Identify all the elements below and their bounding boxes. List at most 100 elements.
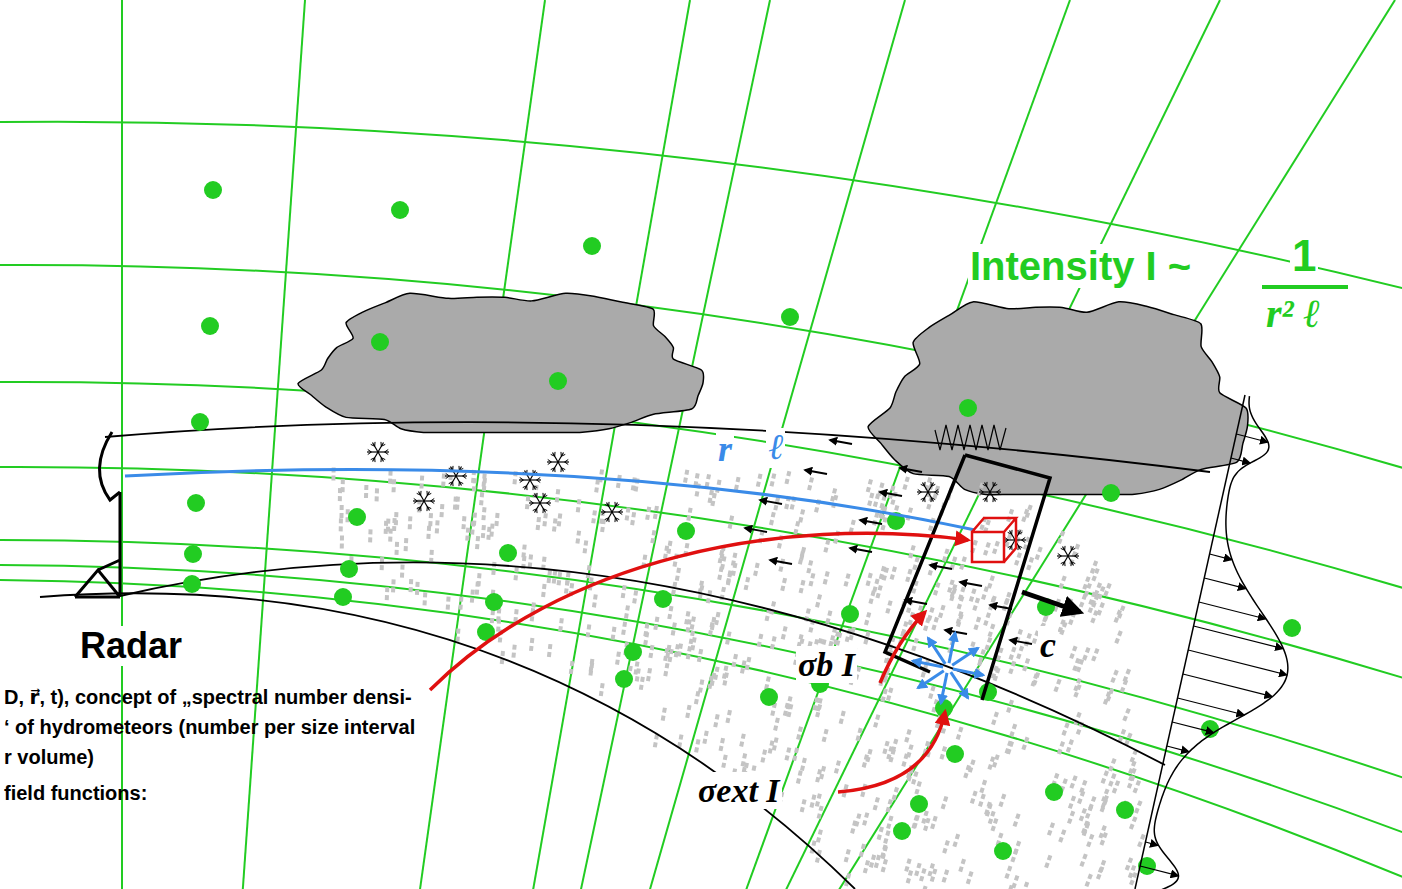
radar-dish — [99, 432, 120, 500]
range-line — [125, 470, 975, 530]
green-dot — [760, 688, 778, 706]
grid-radial — [833, 0, 1395, 889]
extinction-label: σext I — [696, 772, 782, 809]
grid-radial — [242, 0, 305, 889]
snowflake — [529, 493, 551, 513]
snowflake — [917, 482, 939, 502]
green-dot — [1045, 783, 1063, 801]
beam-edge — [40, 593, 855, 889]
flow-arrow — [900, 468, 922, 472]
incident-arrow — [430, 533, 968, 690]
green-dot — [371, 333, 389, 351]
snowflake — [445, 466, 467, 486]
grid-radial — [419, 0, 545, 889]
green-dot — [994, 842, 1012, 860]
intensity-label: Intensity I ~ — [968, 244, 1193, 288]
radar-label: Radar — [78, 626, 184, 666]
grid-radial — [121, 0, 123, 889]
snowflake — [601, 502, 623, 522]
green-dot — [187, 494, 205, 512]
text-line: ‘ of hydrometeors (number per size inter… — [2, 716, 417, 738]
green-dot — [191, 413, 209, 431]
flow-arrow — [1010, 640, 1032, 644]
green-dot — [1116, 801, 1134, 819]
snowflake — [1057, 546, 1079, 566]
text-line: r volume) — [2, 746, 96, 768]
grid-arc — [0, 467, 1402, 680]
rain — [333, 467, 1143, 889]
velocity-arrow — [1022, 592, 1080, 612]
green-dot — [549, 372, 567, 390]
green-dot — [499, 544, 517, 562]
green-dot — [781, 308, 799, 326]
cloud — [298, 293, 704, 432]
green-dot — [201, 317, 219, 335]
green-dot — [583, 237, 601, 255]
cloud — [868, 302, 1248, 495]
green-dot — [624, 643, 642, 661]
flow-arrow — [930, 565, 952, 569]
green-dot — [615, 670, 633, 688]
velocity-symbol: c — [1038, 626, 1058, 666]
pulse-volume — [885, 455, 1050, 700]
green-dot — [340, 560, 358, 578]
path-symbol: ℓ — [766, 428, 785, 468]
extinction-arrow — [838, 712, 945, 792]
green-dot — [841, 605, 859, 623]
volume-cube — [972, 518, 1016, 562]
grid-arc — [0, 565, 1402, 835]
fraction-bar — [1262, 285, 1348, 289]
green-dot — [334, 588, 352, 606]
green-dot — [1283, 619, 1301, 637]
green-dot — [946, 745, 964, 763]
green-dot — [485, 593, 503, 611]
backscatter-arrow — [880, 612, 925, 683]
flow-arrow — [860, 520, 882, 524]
flow-arrow — [880, 492, 902, 496]
green-dot — [654, 590, 672, 608]
flow-arrow — [830, 440, 852, 444]
range-symbol: r — [716, 430, 734, 470]
pulse-wave — [935, 425, 1006, 450]
flow-arrow — [745, 528, 767, 532]
grid-radial — [647, 0, 905, 889]
grid-radial — [579, 0, 770, 889]
flow-arrow — [760, 500, 782, 504]
snowflake — [979, 482, 1001, 502]
beam-edge — [105, 422, 1210, 472]
scattering-star — [913, 633, 984, 704]
grid-arc — [0, 122, 1402, 290]
green-dot — [183, 575, 201, 593]
flow-arrow — [770, 560, 792, 564]
text-line: D, r⃗, t), concept of „spectral number d… — [2, 686, 414, 708]
grid-radial — [531, 0, 690, 889]
green-dot — [204, 181, 222, 199]
green-dot — [391, 201, 409, 219]
text-line: field functions: — [2, 782, 149, 804]
grid-arc — [0, 540, 1402, 780]
fraction-denominator: r² ℓ — [1264, 292, 1323, 336]
green-dot — [184, 545, 202, 563]
green-dot — [893, 822, 911, 840]
intensity-profile — [1135, 395, 1288, 889]
grid-arc — [0, 580, 1402, 880]
flow-arrow — [960, 582, 982, 586]
snowflake — [413, 491, 435, 511]
snowflake — [547, 452, 569, 472]
green-dot — [1102, 484, 1120, 502]
green-dot — [959, 399, 977, 417]
radar-mount — [75, 492, 120, 597]
flow-arrow — [805, 470, 827, 474]
green-dot — [910, 795, 928, 813]
flow-arrow — [905, 600, 927, 604]
snowflake — [367, 442, 389, 462]
backscatter-label: σb I — [796, 646, 857, 683]
green-dot — [677, 522, 695, 540]
flow-arrow — [850, 548, 872, 552]
green-dot — [348, 508, 366, 526]
fraction-numerator: 1 — [1290, 232, 1318, 280]
